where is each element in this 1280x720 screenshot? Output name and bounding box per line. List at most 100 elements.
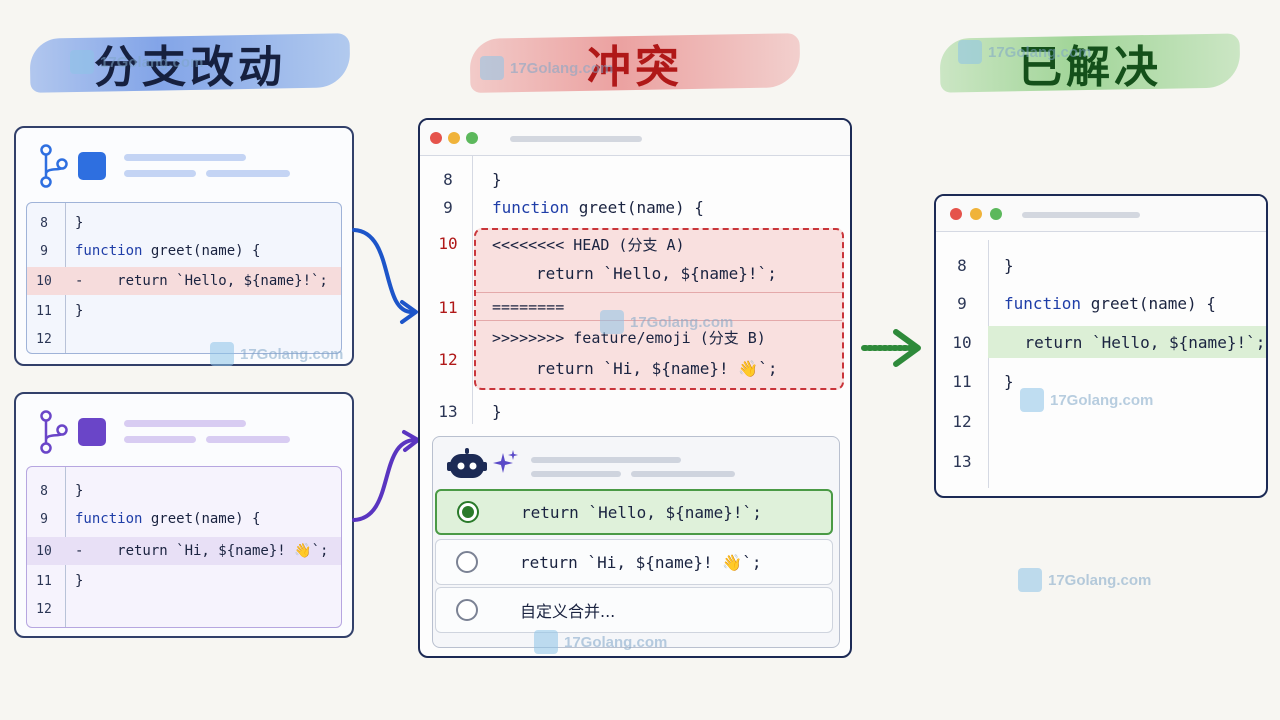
code-rest: greet(name) { (569, 197, 704, 217)
ai-option-keep-feature[interactable]: return `Hi, ${name}! 👋`; (435, 539, 833, 585)
placeholder-line (531, 471, 621, 477)
line-number: 12 (952, 411, 972, 431)
radio-empty-icon[interactable] (456, 599, 478, 621)
code-line: 11 } (936, 368, 1266, 394)
head-code-line: return `Hello, ${name}!`; (420, 260, 850, 286)
title-conflict: 冲突 (469, 28, 801, 98)
line-number: 11 (36, 303, 52, 319)
radio-empty-icon[interactable] (456, 551, 478, 573)
watermark-text: 17Golang.com (100, 53, 204, 71)
code-text: function greet(name) { (75, 243, 260, 259)
title-text: 冲突 (587, 42, 683, 93)
line-number: 9 (443, 197, 453, 217)
line-number: 8 (957, 255, 967, 275)
watermark-text: 17Golang.com (240, 345, 344, 363)
watermark-logo-icon (958, 40, 982, 64)
placeholder-line (1022, 212, 1140, 218)
ai-option-custom-merge[interactable]: 自定义合并... (435, 587, 833, 633)
window-titlebar (936, 196, 1266, 232)
keyword: function (75, 511, 143, 527)
placeholder-line (206, 436, 290, 443)
watermark-text: 17Golang.com (510, 59, 614, 77)
watermark-text: 17Golang.com (1050, 391, 1154, 409)
code-line: 12 (936, 408, 1266, 434)
feature-code-line: 12 return `Hi, ${name}! 👋`; (420, 350, 850, 382)
watermark-logo-icon (480, 56, 504, 80)
placeholder-line (631, 471, 735, 477)
separator-line (476, 320, 842, 321)
code-text: } (1004, 255, 1014, 275)
window-titlebar (420, 120, 850, 156)
code-text: } (492, 401, 502, 421)
watermark-logo-icon (1020, 388, 1044, 412)
minimize-dot-icon[interactable] (970, 208, 982, 220)
sparkle-icon (493, 450, 518, 473)
branch-a-card: 8} 9 function greet(name) { 10 - return `H… (14, 126, 354, 366)
ai-option-keep-head[interactable]: return `Hello, ${name}!`; (435, 489, 833, 535)
branch-a-arrow (352, 228, 414, 314)
code-line: 9 function greet(name) { (27, 237, 341, 265)
conflict-editor-window: 8 } 9 function greet(name) { 10 <<<<<<<<… (418, 118, 852, 658)
code-line: 8} (27, 209, 341, 237)
line-number: 9 (40, 511, 48, 527)
gutter-divider (472, 156, 473, 424)
code-line: 13 } (420, 398, 850, 424)
minimize-dot-icon[interactable] (448, 132, 460, 144)
line-number: 9 (40, 243, 48, 259)
line-number: 11 (952, 371, 972, 391)
watermark: 17Golang.com (480, 56, 613, 80)
close-dot-icon[interactable] (430, 132, 442, 144)
code-line: 11} (27, 567, 341, 595)
branch-b-card: 8} 9 function greet(name) { 10- return `H… (14, 392, 354, 638)
line-number: 13 (438, 401, 458, 421)
watermark: 17Golang.com (1018, 568, 1151, 592)
placeholder-line (510, 136, 642, 142)
maximize-dot-icon[interactable] (466, 132, 478, 144)
line-number: 12 (36, 601, 52, 617)
changed-line: 10 - return `Hello, ${name}!`; (27, 267, 341, 295)
branch-b-arrow (352, 438, 416, 522)
code-text: function greet(name) { (75, 511, 260, 527)
changed-line: 10- return `Hi, ${name}! 👋`; (27, 537, 341, 565)
keyword: function (75, 243, 143, 259)
close-dot-icon[interactable] (950, 208, 962, 220)
watermark-logo-icon (1018, 568, 1042, 592)
watermark-logo-icon (210, 342, 234, 366)
head-marker: <<<<<<<< HEAD (分支 A) (492, 235, 685, 254)
line-number: 8 (40, 483, 48, 499)
watermark: 17Golang.com (958, 40, 1091, 64)
radio-selected-icon[interactable] (457, 501, 479, 523)
branch-a-code: 8} 9 function greet(name) { 10 - return `H… (26, 202, 342, 354)
watermark-text: 17Golang.com (630, 313, 734, 331)
branch-a-arrowhead (400, 300, 418, 324)
ai-panel-header (447, 447, 827, 483)
code-text: - return `Hi, ${name}! 👋`; (75, 543, 329, 559)
keyword: function (492, 197, 570, 217)
option-label: return `Hello, ${name}!`; (521, 502, 762, 522)
branch-a-header (38, 144, 338, 188)
line-number: 10 (438, 234, 458, 253)
line-number: 10 (36, 273, 52, 289)
code-line: 12 (27, 595, 341, 623)
code-text: - return `Hello, ${name}!`; (75, 273, 328, 289)
placeholder-line (124, 170, 196, 177)
line-number: 8 (40, 215, 48, 231)
code-line: 8 } (936, 252, 1266, 278)
code-line: 9 function greet(name) { (420, 194, 850, 220)
option-label: return `Hi, ${name}! 👋`; (520, 552, 762, 572)
branch-b-arrowhead (402, 430, 420, 452)
git-branch-icon (40, 410, 68, 454)
watermark-logo-icon (534, 630, 558, 654)
line-number: 10 (952, 332, 972, 352)
watermark-text: 17Golang.com (1048, 571, 1152, 589)
robot-icon (447, 448, 487, 478)
code-text: return `Hello, ${name}!`; (986, 332, 1266, 352)
resolved-line-highlight (988, 326, 1266, 358)
title-resolved: 已解决 (939, 28, 1241, 98)
code-text: } (492, 169, 502, 189)
placeholder-line (206, 170, 290, 177)
code-text: } (75, 303, 84, 319)
watermark-logo-icon (70, 50, 94, 74)
code-line: 8} (27, 477, 341, 505)
maximize-dot-icon[interactable] (990, 208, 1002, 220)
